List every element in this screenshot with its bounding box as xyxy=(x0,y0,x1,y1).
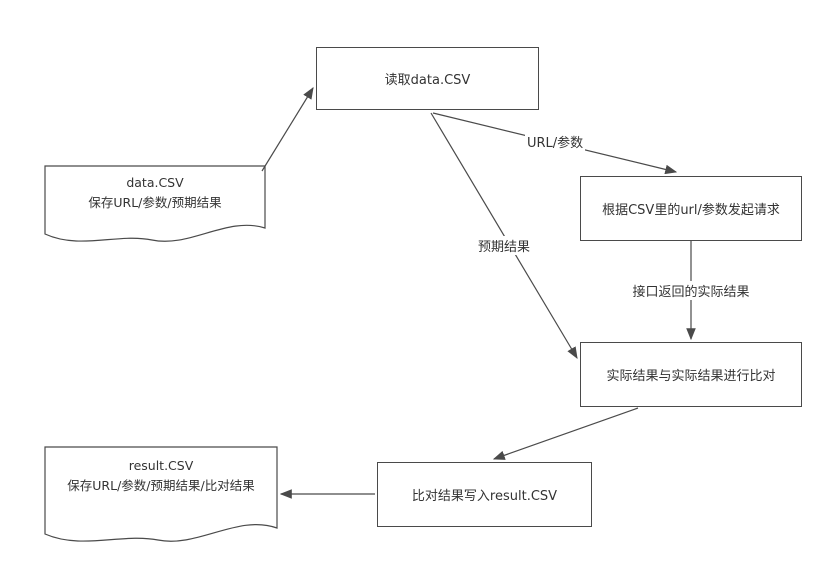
node-compare-results-label: 实际结果与实际结果进行比对 xyxy=(606,369,776,384)
node-compare-results: 实际结果与实际结果进行比对 xyxy=(580,342,802,407)
document-shape-result-csv xyxy=(44,446,278,542)
node-write-result-csv: 比对结果写入result.CSV xyxy=(377,462,592,527)
edge-label-url-params: URL/参数 xyxy=(525,132,586,151)
document-result-csv-subtitle: 保存URL/参数/预期结果/比对结果 xyxy=(67,478,255,493)
document-result-csv: result.CSV 保存URL/参数/预期结果/比对结果 xyxy=(45,456,277,496)
arrow-datacsv-to-read xyxy=(261,86,314,172)
node-write-result-csv-label: 比对结果写入result.CSV xyxy=(411,489,558,504)
document-shape-data-csv xyxy=(44,165,266,242)
document-data-csv: data.CSV 保存URL/参数/预期结果 xyxy=(45,173,265,213)
node-send-request-label: 根据CSV里的url/参数发起请求 xyxy=(602,203,780,218)
edge-label-actual-result: 接口返回的实际结果 xyxy=(630,281,752,300)
arrow-compare-to-write xyxy=(492,407,639,460)
document-data-csv-subtitle: 保存URL/参数/预期结果 xyxy=(88,195,222,210)
node-read-data-csv-label: 读取data.CSV xyxy=(384,73,471,88)
document-result-csv-title: result.CSV xyxy=(128,458,194,473)
document-data-csv-title: data.CSV xyxy=(126,175,184,190)
edge-label-expected-result: 预期结果 xyxy=(476,236,533,255)
node-read-data-csv: 读取data.CSV xyxy=(316,47,539,110)
node-send-request: 根据CSV里的url/参数发起请求 xyxy=(580,176,802,241)
arrow-read-to-compare xyxy=(430,112,578,360)
